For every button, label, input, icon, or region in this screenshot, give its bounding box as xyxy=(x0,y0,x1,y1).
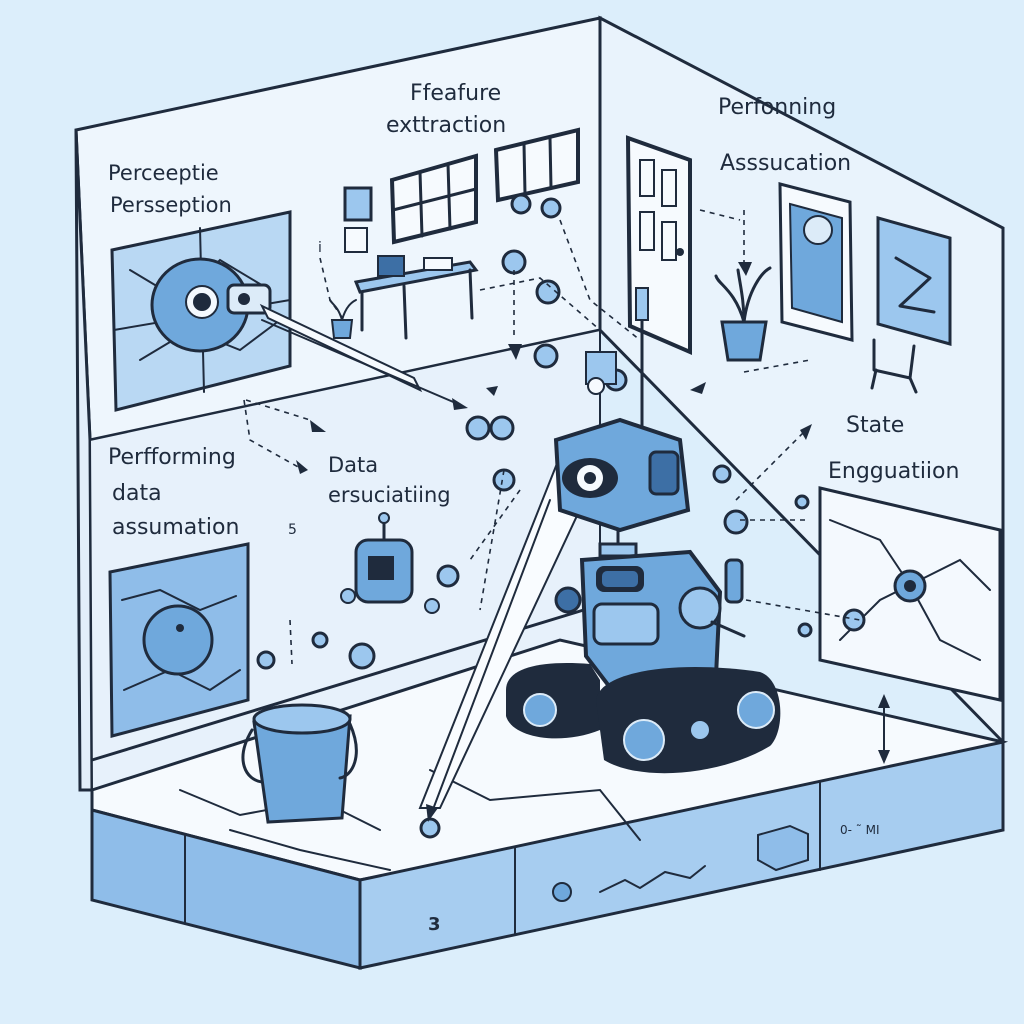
wall-frame-1 xyxy=(343,186,373,222)
labels: Perceeptie Persseption Ffeafure exttract… xyxy=(108,81,959,540)
sensor-node-icon xyxy=(436,564,460,588)
map-panel-bottom-left xyxy=(108,542,250,738)
floor-box xyxy=(757,824,809,872)
camera-beam xyxy=(259,303,423,393)
plant-icon xyxy=(714,266,772,362)
sensor-node-icon xyxy=(501,249,527,275)
label-state-line1: State xyxy=(846,413,904,438)
sensor-node-icon xyxy=(794,494,810,510)
sensor-node-icon xyxy=(465,415,491,441)
label-state-line2: Engguatiion xyxy=(828,459,959,484)
sensor-node-icon xyxy=(535,279,561,305)
robot-icon xyxy=(418,287,781,809)
label-small-5: 5 xyxy=(288,522,297,538)
desk-icon xyxy=(353,255,479,340)
window-small xyxy=(493,127,580,203)
floor-right-face xyxy=(358,740,1005,970)
sensor-node-icon xyxy=(712,464,732,484)
sensor-node-icon xyxy=(311,631,329,649)
sensor-node-icon xyxy=(510,193,532,215)
label-data-line1: Data xyxy=(328,453,378,477)
poster-panel-1 xyxy=(778,182,854,342)
bucket-icon xyxy=(241,703,358,824)
connector-lines xyxy=(243,209,861,665)
sensor-node-icon xyxy=(540,197,562,219)
floor-path-2 xyxy=(429,769,641,841)
sensor-node-icon xyxy=(533,343,559,369)
floor-crack-front xyxy=(599,865,706,893)
floor-number: 3 xyxy=(428,914,441,935)
arrow-lines xyxy=(261,262,890,822)
floor-path-3 xyxy=(229,829,391,871)
sensor-node-icon xyxy=(419,817,441,839)
poster-panel-2 xyxy=(876,216,952,346)
robot-head xyxy=(553,417,691,533)
floor-sensor-front xyxy=(552,882,572,902)
label-assoc-line2: Asssucation xyxy=(720,151,851,176)
label-small-i: i xyxy=(318,240,322,256)
label-assoc-line1: Perfonning xyxy=(718,95,836,120)
sensor-node-icon xyxy=(489,415,515,441)
sensor-module-icon xyxy=(340,512,440,614)
sensor-node-icon xyxy=(842,608,866,632)
sensor-node-icon xyxy=(723,509,749,535)
label-perception-line1: Perceeptie xyxy=(108,161,219,185)
wall-frame-2 xyxy=(344,227,368,253)
sensor-node-group xyxy=(256,193,866,839)
sensor-node-icon xyxy=(256,650,276,670)
window-icon xyxy=(389,153,478,245)
chair-icon xyxy=(870,338,918,394)
label-perf-line2: data xyxy=(112,481,162,506)
floor-sign-text: 0- ˜ MI xyxy=(840,823,880,837)
label-perf-line1: Perfforming xyxy=(108,445,236,470)
label-feature-line1: Ffeafure xyxy=(410,81,501,106)
sensor-node-icon xyxy=(797,622,813,638)
wall-chair-mini-icon xyxy=(585,351,617,395)
label-perception-line2: Persseption xyxy=(110,193,232,217)
label-feature-line2: exttraction xyxy=(386,113,506,138)
map-panel-right xyxy=(818,486,1002,702)
label-data-line2: ersuciatiing xyxy=(328,483,451,507)
label-perf-line3: assumation xyxy=(112,515,239,540)
sensor-node-icon xyxy=(348,642,376,670)
camera-eye-icon xyxy=(150,257,272,353)
